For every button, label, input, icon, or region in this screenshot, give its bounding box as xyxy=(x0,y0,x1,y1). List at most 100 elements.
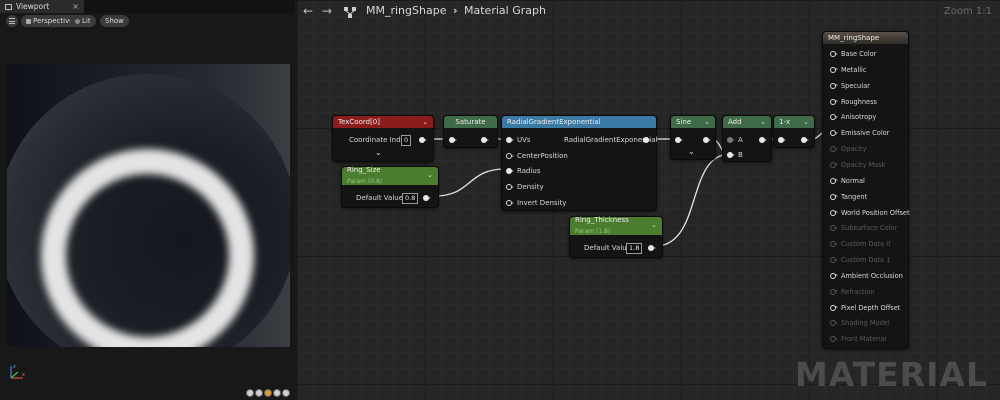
ring-thickness-default-field[interactable]: 1.8 xyxy=(626,243,643,254)
viewport-icon xyxy=(5,3,12,10)
result-pin-metallic-icon[interactable] xyxy=(830,66,838,73)
sine-title: Sine xyxy=(676,118,692,126)
one-minus-title: 1-x xyxy=(779,118,791,126)
ring-size-output-pin[interactable] xyxy=(423,195,431,201)
one-minus-node[interactable]: 1-x ⌄ xyxy=(773,115,815,148)
result-pin-custom-data-1-icon[interactable] xyxy=(830,257,838,264)
result-pin-label: World Position Offset xyxy=(841,208,910,217)
viewport-tab[interactable]: Viewport × xyxy=(0,0,84,13)
ring-thickness-node[interactable]: Ring_Thickness ⌄ Param (1.8) Default Val… xyxy=(569,216,663,258)
sine-input-pin[interactable] xyxy=(675,137,683,143)
texcoord-output-pin[interactable] xyxy=(419,137,427,143)
saturate-input-pin[interactable] xyxy=(449,137,457,143)
add-b-label: B xyxy=(738,151,743,159)
add-node[interactable]: Add ⌄ A B xyxy=(722,115,772,162)
close-icon[interactable]: × xyxy=(72,2,79,11)
viewport-tab-label: Viewport xyxy=(16,2,50,11)
axis-x-label: x xyxy=(22,372,25,378)
custom-mesh-preview-icon[interactable] xyxy=(282,389,290,397)
radius-input-pin[interactable] xyxy=(506,168,514,174)
result-pin-roughness-icon[interactable] xyxy=(830,98,838,105)
result-pin-base-color-icon[interactable] xyxy=(830,51,838,57)
ring-size-subtitle: Param (0.8) xyxy=(347,178,383,185)
result-pin-shading-model-icon[interactable] xyxy=(830,320,838,327)
invert-density-input-pin[interactable] xyxy=(506,200,514,206)
uvs-input-pin[interactable] xyxy=(506,137,514,143)
ring-thickness-output-pin[interactable] xyxy=(648,245,656,251)
chevron-down-icon[interactable]: ⌄ xyxy=(704,118,710,126)
result-pin-subsurface-color-icon[interactable] xyxy=(830,225,838,232)
result-pin-world-position-offset-icon[interactable] xyxy=(830,209,838,216)
radius-label: Radius xyxy=(517,167,541,175)
ring-size-node-title: Ring_Size ⌄ Param (0.8) xyxy=(342,166,438,185)
sine-output-pin[interactable] xyxy=(703,137,711,143)
add-b-input-pin[interactable] xyxy=(727,152,735,158)
forward-arrow-icon[interactable]: → xyxy=(322,4,333,18)
result-pin-label: Emissive Color xyxy=(841,129,890,138)
chevron-down-icon[interactable]: ⌄ xyxy=(422,118,428,126)
lit-label: Lit xyxy=(82,17,91,25)
plane-preview-icon[interactable] xyxy=(264,389,272,397)
result-pin-label: Refraction xyxy=(841,287,875,296)
saturate-title: Saturate xyxy=(455,118,486,126)
expand-chevron-icon[interactable]: ⌄ xyxy=(375,148,382,157)
invert-density-label: Invert Density xyxy=(517,199,567,207)
chevron-down-icon[interactable]: ⌄ xyxy=(427,171,433,179)
preview-ring xyxy=(41,149,254,347)
saturate-output-pin[interactable] xyxy=(481,137,489,143)
centerposition-input-pin[interactable] xyxy=(506,153,514,159)
result-pin-opacity-icon[interactable] xyxy=(830,146,838,153)
result-pin-tangent-icon[interactable] xyxy=(830,193,838,200)
radial-output-pin[interactable] xyxy=(643,137,651,143)
show-button[interactable]: Show xyxy=(100,15,129,27)
radial-gradient-node[interactable]: RadialGradientExponential UVs CenterPosi… xyxy=(501,115,658,211)
texcoord-node[interactable]: TexCoord[0] ⌄ Coordinate Index 0 ⌄ xyxy=(332,115,434,162)
saturate-node[interactable]: Saturate xyxy=(443,115,498,148)
chevron-down-icon[interactable]: ⌄ xyxy=(760,118,766,126)
result-pin-emissive-color-icon[interactable] xyxy=(830,130,838,137)
result-pin-front-material-icon[interactable] xyxy=(830,336,838,343)
chevron-down-icon[interactable]: ⌄ xyxy=(803,118,809,126)
cube-preview-icon[interactable] xyxy=(273,389,281,397)
result-pin-normal-icon[interactable] xyxy=(830,177,838,184)
zoom-level: Zoom 1:1 xyxy=(943,6,992,17)
result-pin-refraction-icon[interactable] xyxy=(830,288,838,295)
add-node-title: Add ⌄ xyxy=(723,116,771,128)
ring-thickness-node-title: Ring_Thickness ⌄ Param (1.8) xyxy=(570,216,662,235)
density-input-pin[interactable] xyxy=(506,184,514,190)
expand-chevron-icon[interactable]: ⌄ xyxy=(688,147,695,156)
sphere-preview-icon[interactable] xyxy=(255,389,263,397)
one-minus-output-pin[interactable] xyxy=(801,137,809,143)
chevron-down-icon[interactable]: ⌄ xyxy=(651,221,657,229)
result-pin-label: Normal xyxy=(841,176,865,185)
viewport-menu-button[interactable] xyxy=(6,15,18,27)
result-pin-label: Anisotropy xyxy=(841,113,877,122)
sine-node-title: Sine ⌄ xyxy=(671,116,715,128)
result-pin-pixel-depth-offset-icon[interactable] xyxy=(830,304,838,311)
viewport-preview[interactable] xyxy=(7,64,290,347)
result-pin-ambient-occlusion-icon[interactable] xyxy=(830,272,838,279)
sine-node[interactable]: Sine ⌄ ⌄ xyxy=(670,115,716,160)
ring-size-default-field[interactable]: 0.8 xyxy=(402,193,419,204)
breadcrumb-asset[interactable]: MM_ringShape xyxy=(366,4,447,17)
ring-thickness-default-label: Default Value xyxy=(584,244,632,252)
lit-button[interactable]: Lit xyxy=(70,15,96,27)
result-pin-anisotropy-icon[interactable] xyxy=(830,114,838,121)
material-graph-panel[interactable]: ← → MM_ringShape › Material Graph Zoom 1… xyxy=(297,0,1000,400)
result-pin-custom-data-0-icon[interactable] xyxy=(830,241,838,248)
add-a-input-pin[interactable] xyxy=(727,137,735,143)
add-output-pin[interactable] xyxy=(759,137,767,143)
coordinate-index-field[interactable]: 0 xyxy=(401,135,412,146)
cylinder-preview-icon[interactable] xyxy=(246,389,254,397)
result-pin-label: Custom Data 0 xyxy=(841,240,891,249)
one-minus-input-pin[interactable] xyxy=(778,137,786,143)
result-pin-opacity-mask-icon[interactable] xyxy=(830,161,838,168)
add-a-label: A xyxy=(738,136,743,144)
perspective-button[interactable]: Perspective xyxy=(21,15,79,27)
back-arrow-icon[interactable]: ← xyxy=(303,4,314,18)
ring-thickness-title: Ring_Thickness xyxy=(575,216,629,224)
result-pin-specular-icon[interactable] xyxy=(830,82,838,89)
result-pin-label: Opacity Mask xyxy=(841,160,886,169)
ring-size-node[interactable]: Ring_Size ⌄ Param (0.8) Default Value 0.… xyxy=(341,166,439,208)
